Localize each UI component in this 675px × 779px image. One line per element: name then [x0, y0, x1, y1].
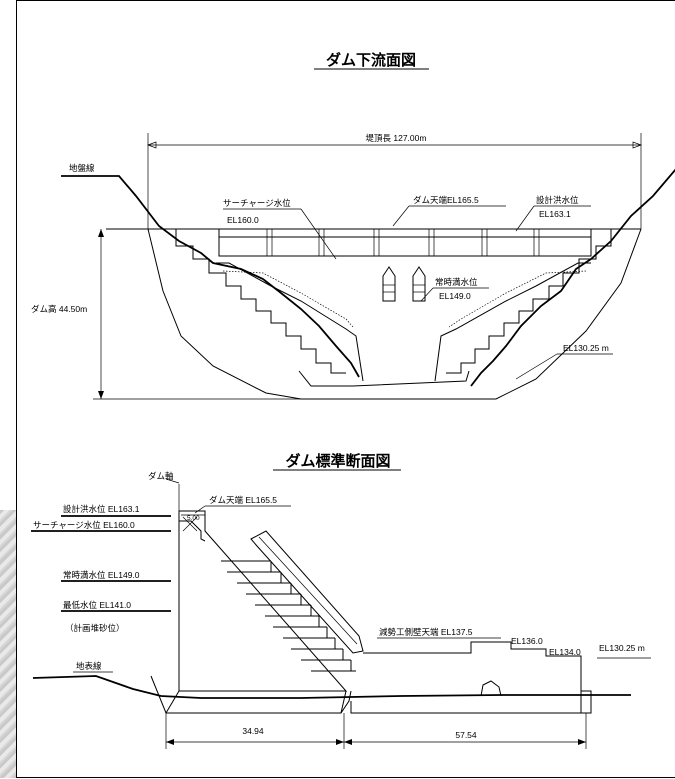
normal-water-leader — [420, 287, 434, 302]
dam-height-label: ダム高 44.50m — [31, 304, 87, 314]
deck-piers — [266, 229, 540, 256]
spillway-steps — [221, 560, 356, 672]
crest-detail — [179, 520, 206, 542]
step-risers — [270, 561, 352, 671]
el130-label: EL130.25 m — [599, 643, 645, 653]
dam-body — [178, 510, 348, 692]
surcharge-elevation: EL160.0 — [227, 215, 259, 225]
end-sill — [480, 680, 502, 697]
section-sediment: （計画堆砂位） — [65, 623, 125, 633]
gallery-mark — [182, 516, 198, 532]
ground-line-left — [61, 175, 360, 378]
foundation-line — [298, 370, 470, 387]
surcharge-label: サーチャージ水位 — [223, 198, 291, 208]
drawing-canvas: ダム下流面図 堤頂長 127.00m 地盤線 — [31, 51, 675, 749]
ground-surface-line — [32, 675, 631, 699]
section-crest-leader — [194, 505, 206, 514]
design-flood-elevation: EL163.1 — [539, 209, 571, 219]
section-normal: 常時満水位 EL149.0 — [63, 570, 140, 580]
section-design-flood: 設計洪水位 EL163.1 — [63, 504, 140, 514]
normal-water-label: 常時満水位 — [435, 277, 478, 287]
right-chute-hidden — [448, 270, 587, 328]
training-wall — [250, 530, 364, 654]
basin-wall-label: 減勢工側壁天端 EL137.5 — [379, 627, 473, 637]
spillway-deck — [218, 228, 592, 257]
crest-elevation-label: ダム天端EL165.5 — [413, 195, 479, 205]
crest-length-label: 堤頂長 127.00m — [366, 133, 427, 143]
crest-length-arrows — [147, 141, 642, 149]
normal-water-elevation: EL149.0 — [439, 291, 471, 301]
training-wall-inner — [258, 536, 358, 645]
left-stepped-abutment — [175, 229, 346, 374]
surcharge-leader — [300, 208, 337, 260]
section-crest-label: ダム天端 EL165.5 — [209, 495, 277, 505]
dam-outline — [147, 228, 642, 400]
section-surcharge: サーチャージ水位 EL160.0 — [33, 520, 135, 530]
dam-axis-label: ダム軸 — [148, 471, 174, 481]
el136-label: EL136.0 — [511, 636, 543, 646]
base-width-label: 34.94 — [242, 726, 264, 736]
crest-leader — [392, 205, 410, 227]
design-flood-label: 設計洪水位 — [536, 195, 579, 205]
apron-width-label: 57.54 — [455, 730, 477, 740]
downstream-title: ダム下流面図 — [326, 51, 416, 69]
left-chute-wall — [216, 262, 364, 382]
design-flood-leader — [515, 205, 535, 232]
drawing-sheet: ダム下流面図 堤頂長 127.00m 地盤線 — [16, 0, 675, 778]
ground-surface-label: 地表線 — [76, 661, 102, 671]
foundation-leader — [515, 353, 558, 380]
ground-line-right — [470, 168, 675, 387]
right-chute-wall — [434, 262, 591, 382]
section-lowest: 最低水位 EL141.0 — [63, 600, 131, 610]
foundation-elevation-label: EL130.25 m — [563, 343, 609, 353]
crest-width-label: 5.00 — [187, 515, 200, 522]
cross-section: ダム標準断面図 ダム軸 5.00 ダム天端 EL165.5 設計洪水位 EL16… — [31, 452, 651, 749]
dam-axis-leader — [165, 478, 180, 484]
downstream-elevation: ダム下流面図 堤頂長 127.00m 地盤線 — [31, 51, 675, 400]
outlet-gates — [382, 266, 426, 302]
dam-foundation — [150, 675, 352, 714]
ground-line-label: 地盤線 — [69, 163, 95, 173]
left-chute-hidden — [222, 270, 354, 328]
foundation-chamfers — [165, 690, 347, 714]
el134-label: EL134.0 — [549, 647, 581, 657]
section-title: ダム標準断面図 — [285, 452, 390, 470]
side-wall-profile — [363, 641, 582, 661]
right-stepped-abutment — [446, 229, 612, 374]
